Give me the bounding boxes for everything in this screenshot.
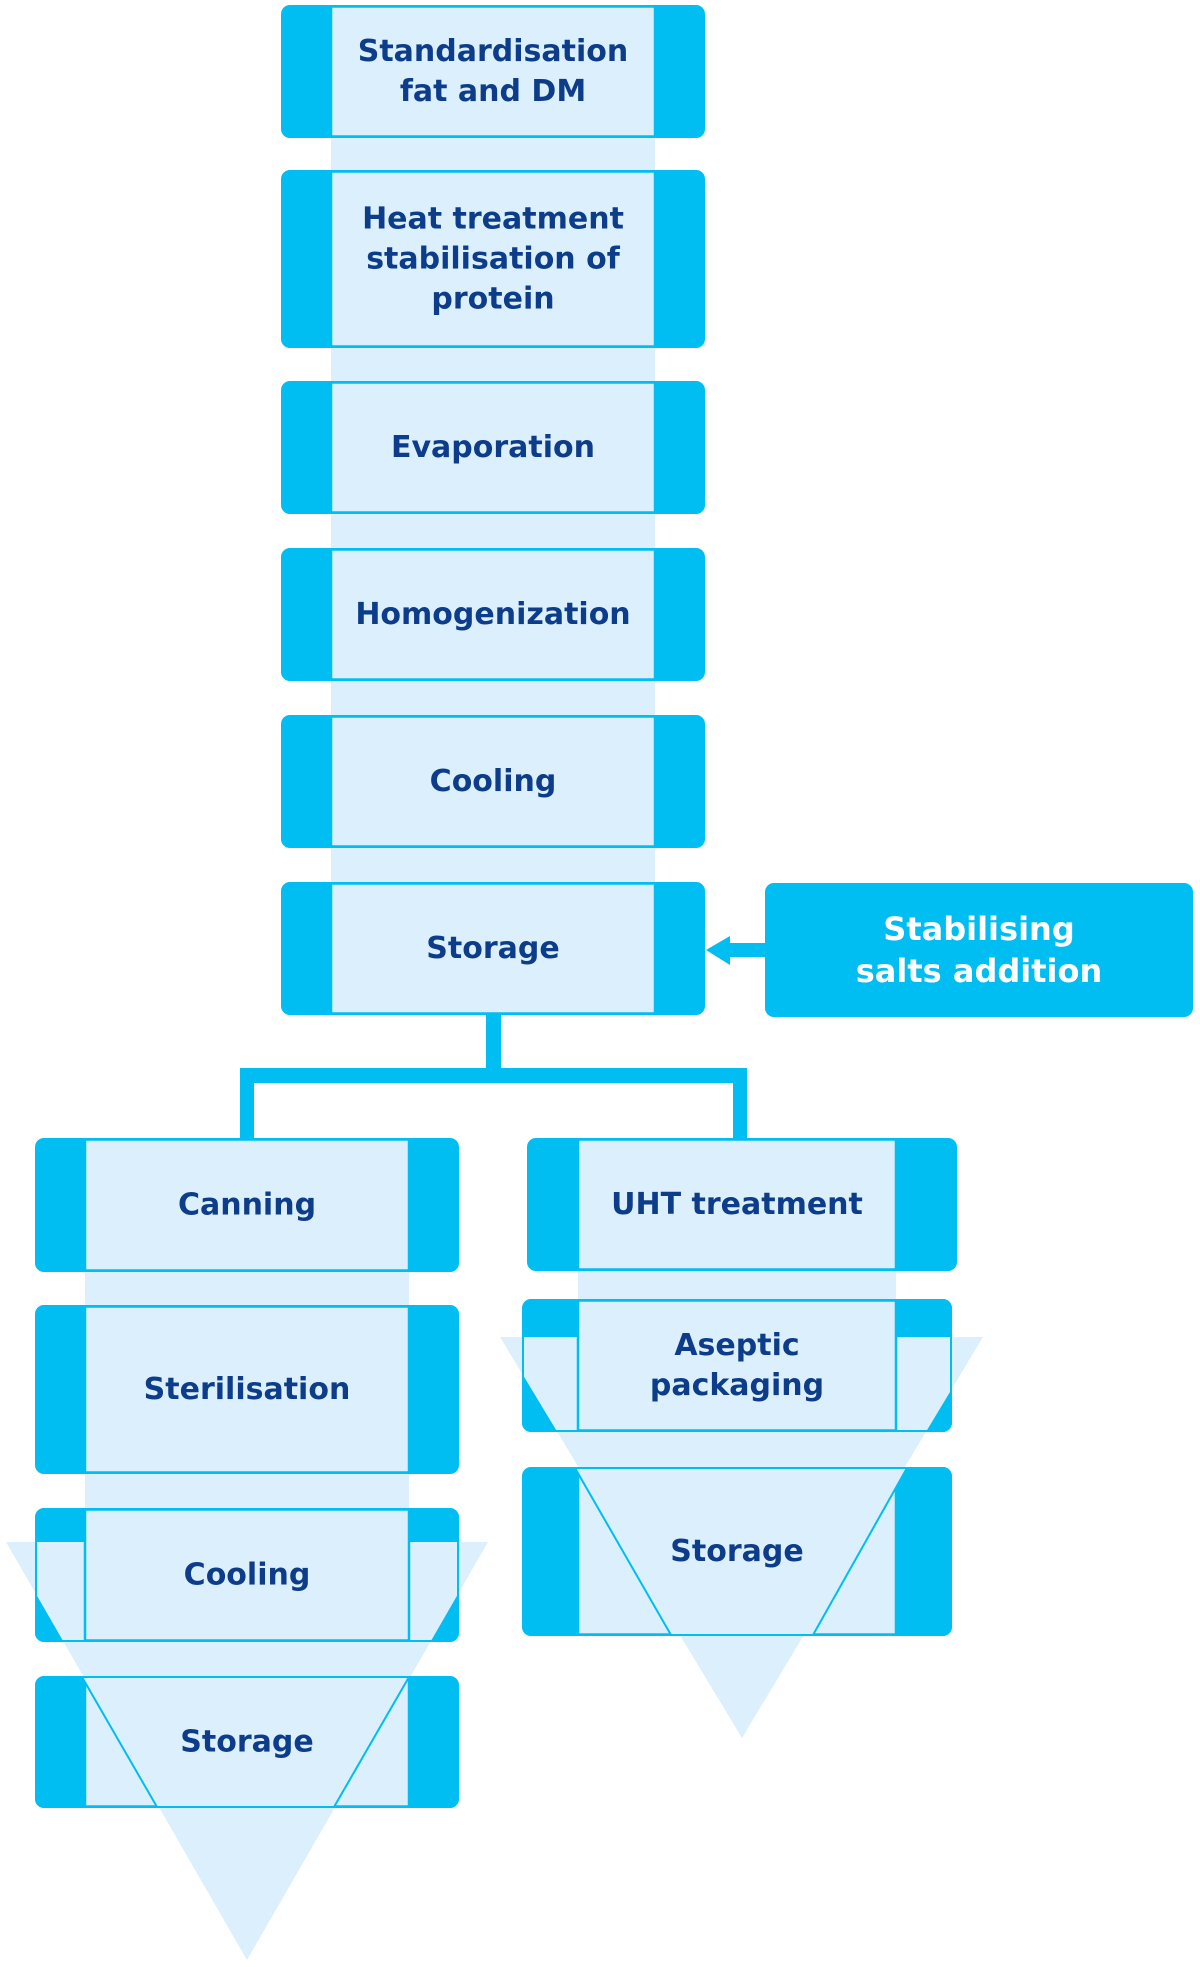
step-label-standardisation: fat and DM [400, 74, 586, 109]
step-labels: Standardisation fat and DM Heat treatment s… [144, 34, 1103, 1760]
storage-2-funnel-face [80, 1676, 411, 1808]
step-label-cooling-2: Cooling [184, 1558, 311, 1593]
step-label-evaporation: Evaporation [391, 430, 595, 465]
input-arrow-shaft [728, 943, 766, 957]
branch-drop-right-line [733, 1068, 747, 1140]
step-label-uht-treatment: UHT treatment [611, 1187, 863, 1222]
branch-horizontal-line [240, 1068, 747, 1083]
step-label-aseptic-packaging: packaging [650, 1368, 824, 1403]
step-box-inner-uht-treatment [576, 1138, 898, 1271]
step-box-inner-cooling-2 [83, 1508, 411, 1642]
branch-stem-line [486, 1015, 501, 1083]
input-label-stabilising-salts: Stabilising [883, 910, 1074, 948]
storage-3-funnel-face [573, 1467, 909, 1636]
step-label-standardisation: Standardisation [358, 34, 629, 69]
step-box-inner-standardisation [329, 5, 657, 138]
step-box-inner-aseptic-packaging [576, 1299, 898, 1432]
step-label-heat-treatment: stabilisation of [366, 242, 621, 277]
step-label-storage-3: Storage [670, 1534, 803, 1569]
step-label-heat-treatment: Heat treatment [362, 202, 624, 237]
step-label-heat-treatment: protein [431, 282, 554, 317]
step-box-inners [80, 5, 909, 1808]
step-box-inner-canning [83, 1138, 411, 1272]
step-box-inner-homogenization [329, 548, 657, 681]
step-box-inner-cooling [329, 715, 657, 848]
step-box-inner-storage [329, 882, 657, 1015]
step-label-storage: Storage [426, 931, 559, 966]
step-label-sterilisation: Sterilisation [144, 1372, 351, 1407]
input-box-stabilising-salts [765, 883, 1193, 1017]
branch-drop-left-line [240, 1068, 254, 1140]
connector-lines [240, 883, 1193, 1140]
step-label-aseptic-packaging: Aseptic [674, 1328, 799, 1363]
arrow-left-icon [706, 936, 730, 965]
step-label-storage-2: Storage [180, 1725, 313, 1760]
step-box-inner-heat-treatment [329, 170, 657, 348]
step-label-cooling: Cooling [430, 764, 557, 799]
input-label-stabilising-salts: salts addition [856, 952, 1103, 990]
step-box-inner-sterilisation [83, 1305, 411, 1474]
step-box-inner-evaporation [329, 381, 657, 514]
step-label-canning: Canning [178, 1188, 316, 1223]
step-label-homogenization: Homogenization [355, 597, 630, 632]
